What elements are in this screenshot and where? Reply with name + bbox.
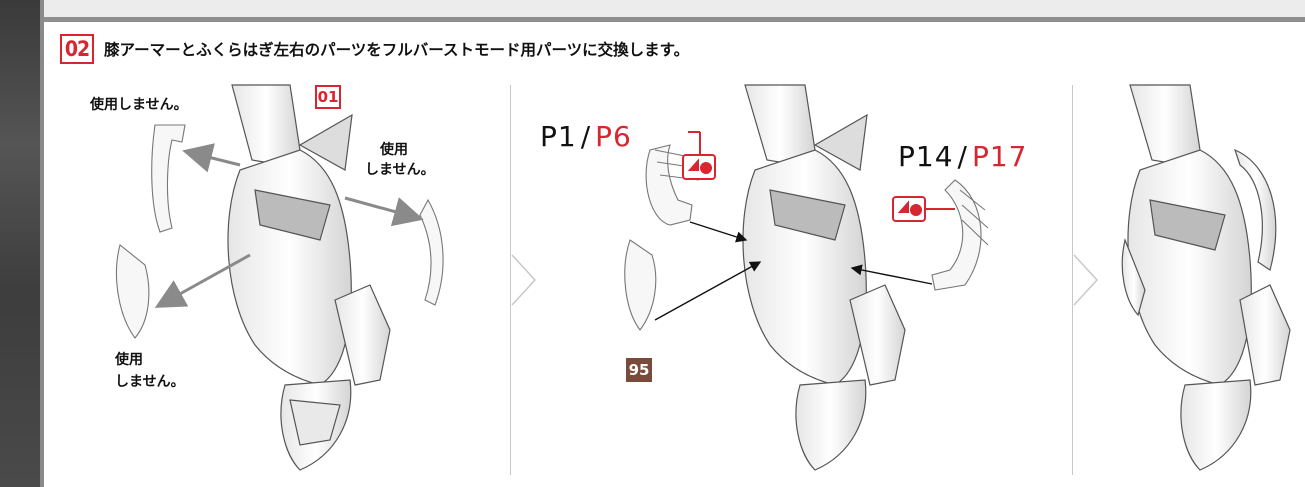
sticker-icon: [892, 196, 955, 222]
header-divider: [44, 17, 1305, 22]
left-texture-strip: [0, 0, 44, 487]
part-ref-left-a: P1: [540, 120, 577, 153]
label-not-used-bottom-2: しません。: [115, 374, 185, 390]
label-not-used-right-2: しません。: [365, 162, 435, 178]
header-band: [44, 0, 1305, 22]
sticker-icon: [682, 131, 716, 180]
label-not-used-bottom-1: 使用: [115, 352, 143, 368]
label-not-used-right-1: 使用: [380, 142, 408, 158]
chevron-icon: [1073, 254, 1099, 306]
part-ref-right: P14/P17: [898, 140, 1027, 173]
step-instruction: 膝アーマーとふくらはぎ左右のパーツをフルバーストモード用パーツに交換します。: [104, 41, 690, 59]
leg-part-panel2: [742, 84, 906, 471]
part-ref-left: P1/P6: [540, 120, 632, 153]
part-ref-right-a: P14: [898, 140, 954, 173]
step-number-badge: 02: [60, 34, 94, 64]
reference-tag-95: 95: [626, 358, 652, 382]
panel-separator-1: [510, 85, 511, 475]
part-ref-right-b: P17: [971, 140, 1028, 173]
removed-parts-panel1: [115, 124, 444, 339]
panel-separator-2: [1072, 85, 1073, 475]
chevron-icon: [511, 254, 537, 306]
part-ref-right-sep: /: [957, 140, 968, 173]
leg-part-panel3: [1121, 84, 1291, 471]
part-ref-left-sep: /: [580, 120, 592, 153]
leg-part-panel1: [227, 84, 391, 471]
label-not-used-top: 使用しません。: [90, 97, 188, 113]
part-ref-left-b: P6: [595, 120, 632, 153]
reference-tag-01: 01: [315, 85, 341, 109]
